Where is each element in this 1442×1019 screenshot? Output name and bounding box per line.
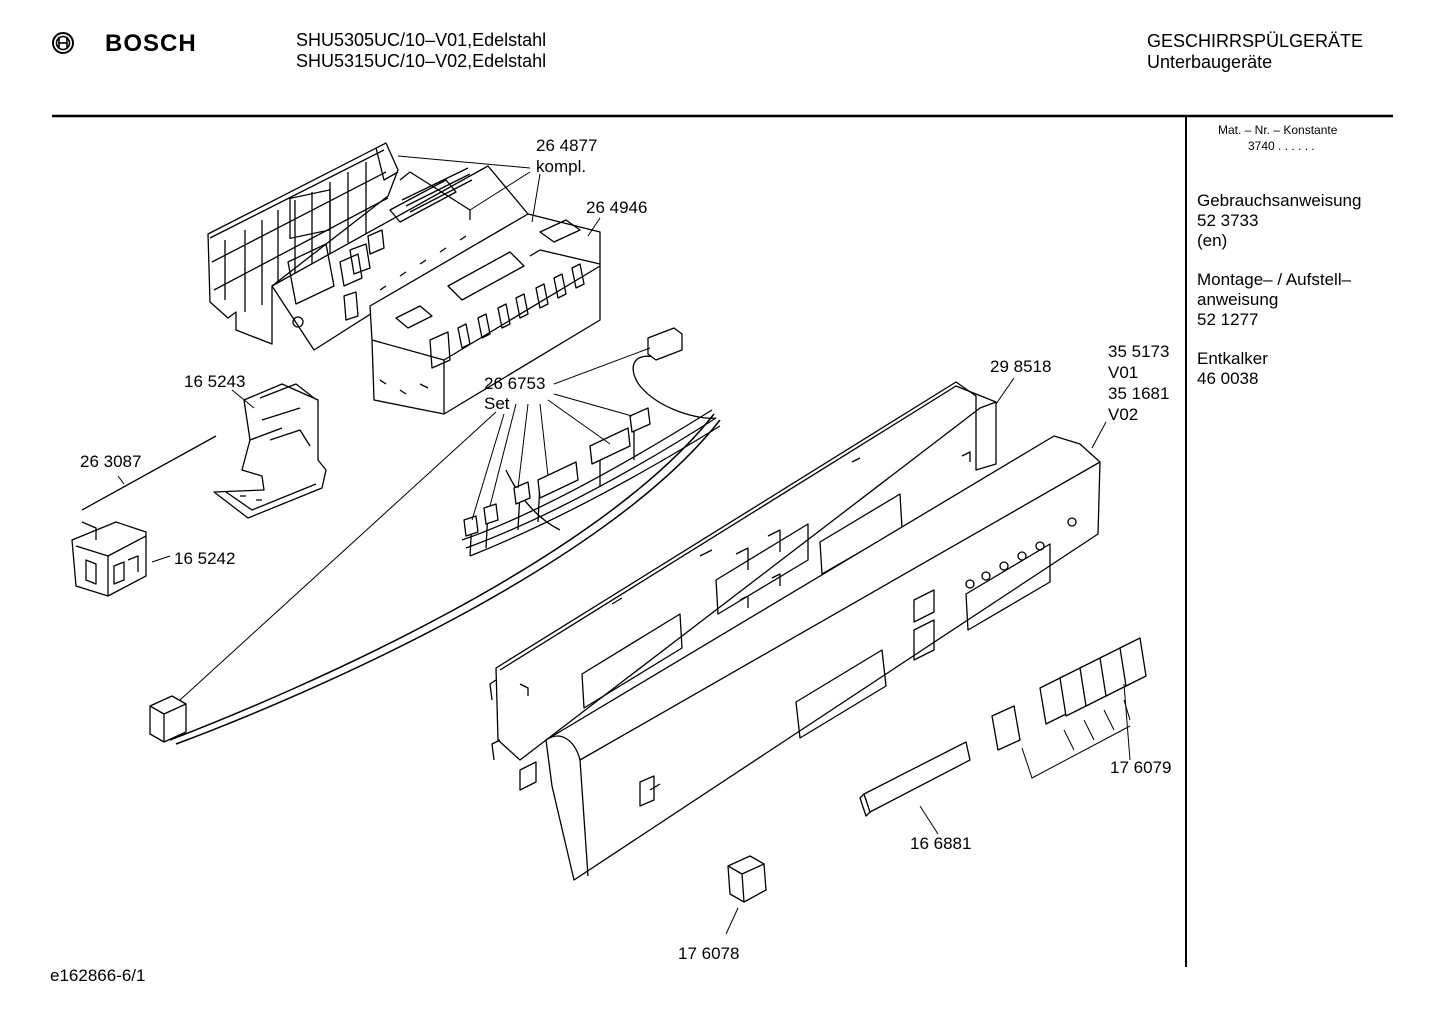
doc-entkalker: Entkalker 46 0038	[1197, 349, 1268, 389]
part-label-176078: 17 6078	[678, 944, 740, 963]
control-unit-frame	[207, 142, 399, 345]
category-line-2: Unterbaugeräte	[1147, 52, 1273, 72]
part-label-165242: 16 5242	[174, 549, 236, 568]
part-label-176079: 17 6079	[1110, 758, 1172, 777]
part-label-264877-note: kompl.	[536, 157, 587, 176]
part-label-351681: 35 1681	[1108, 384, 1170, 403]
doc-number: 52 3733	[1197, 211, 1259, 230]
part-label-264946: 26 4946	[586, 198, 648, 217]
display-module	[369, 213, 601, 415]
doc-number: 52 1277	[1197, 310, 1259, 329]
doc-title: Gebrauchsanweisung	[1197, 191, 1362, 210]
leader-lines	[117, 155, 1131, 935]
part-label-355173: 35 5173	[1108, 342, 1170, 361]
doc-number: 46 0038	[1197, 369, 1259, 388]
rod-263087	[81, 435, 217, 511]
brand-name: BOSCH	[105, 30, 197, 57]
part-label-263087: 26 3087	[80, 452, 142, 471]
doc-title: Entkalker	[1197, 349, 1268, 368]
doc-note: (en)	[1197, 231, 1228, 250]
button-176078	[727, 855, 767, 903]
part-label-266753-note: Set	[484, 394, 510, 413]
part-label-355173-note: V01	[1108, 363, 1139, 382]
part-label-351681-note: V02	[1108, 405, 1139, 424]
part-label-266753: 26 6753	[484, 374, 546, 393]
part-label-165243: 16 5243	[184, 372, 246, 391]
keys-176079	[991, 637, 1147, 751]
doc-gebrauchsanweisung: Gebrauchsanweisung 52 3733 (en)	[1197, 191, 1361, 251]
part-label-166881: 16 6881	[910, 834, 972, 853]
model-line-2: SHU5315UC/10–V02,Edelstahl	[296, 51, 547, 71]
mat-number-header: Mat. – Nr. – Konstante	[1218, 123, 1338, 137]
mat-number-value: 3740 . . . . . .	[1248, 139, 1315, 153]
bracket-165243	[213, 383, 327, 519]
model-line-1: SHU5305UC/10–V01,Edelstahl	[296, 30, 547, 50]
connectors	[149, 327, 683, 743]
doc-title-line-1: Montage– / Aufstell–	[1197, 270, 1352, 289]
strip-166881	[863, 741, 971, 813]
part-label-264877: 26 4877	[536, 136, 598, 155]
front-panel-355173	[545, 435, 1101, 881]
diagram-id: e162866-6/1	[50, 966, 146, 985]
switch-165242	[71, 521, 147, 597]
wiring-harness	[169, 355, 721, 745]
category-line-1: GESCHIRRSPÜLGERÄTE	[1147, 31, 1364, 51]
bosch-armature-logo-icon	[52, 32, 74, 54]
inner-panel-298518	[489, 381, 997, 791]
bosch-logo: BOSCH	[50, 30, 200, 60]
doc-montageanweisung: Montage– / Aufstell– anweisung 52 1277	[1197, 270, 1351, 330]
doc-title-line-2: anweisung	[1197, 290, 1279, 309]
part-label-298518: 29 8518	[990, 357, 1052, 376]
